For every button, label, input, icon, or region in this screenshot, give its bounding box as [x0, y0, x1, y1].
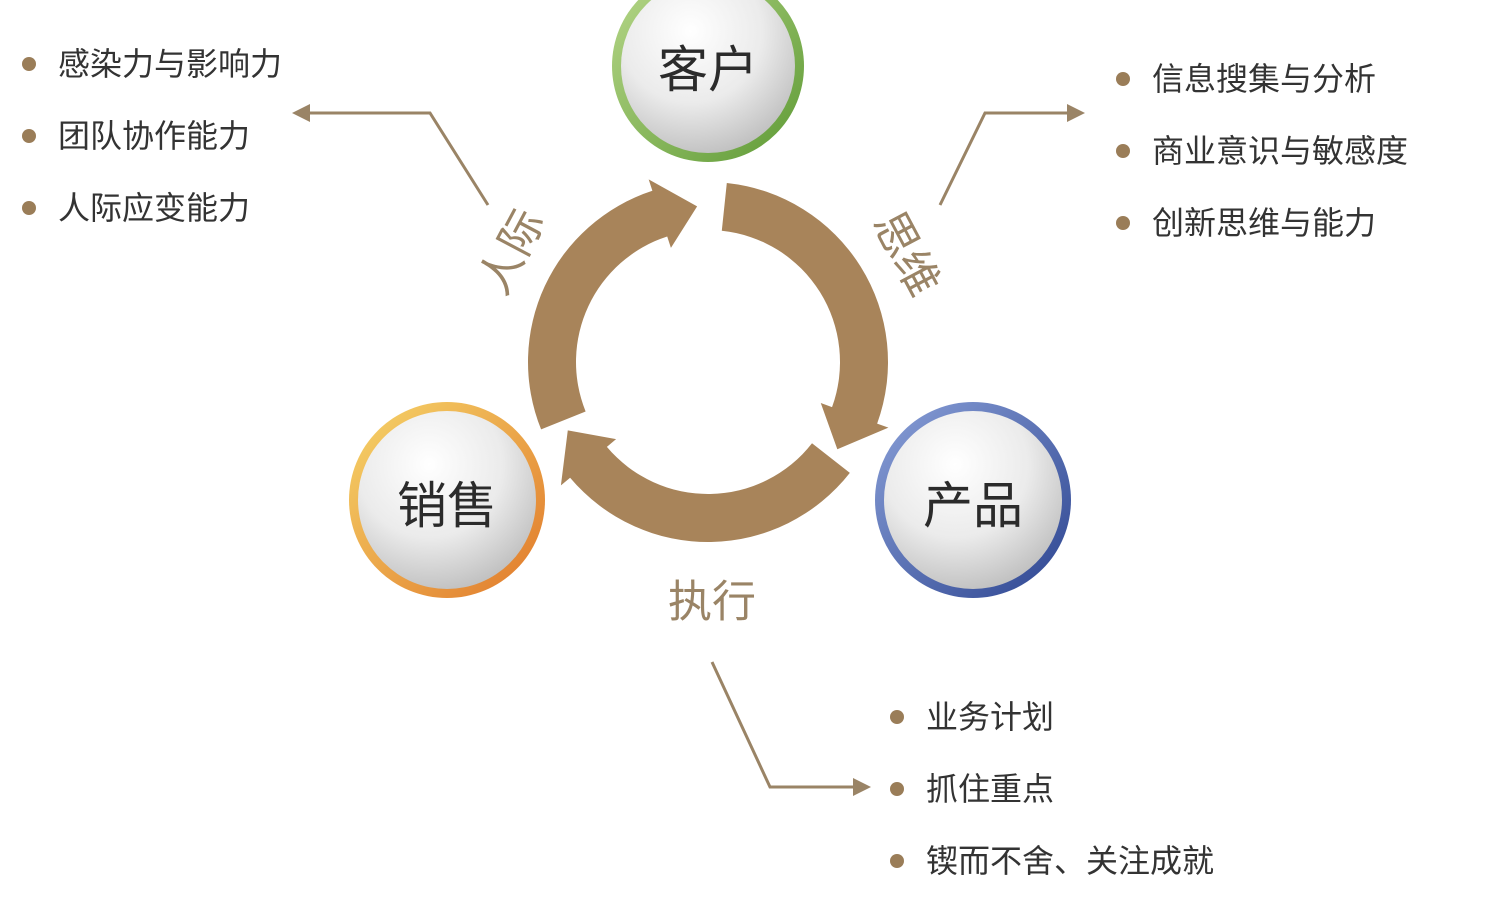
dimension-thinking-label: 思维	[863, 203, 949, 305]
execution-list: 业务计划 抓住重点 锲而不舍、关注成就	[890, 681, 1214, 897]
list-item: 业务计划	[890, 681, 1214, 753]
bullet-dot-icon	[1116, 72, 1130, 86]
dimension-interpersonal-label: 人际	[469, 201, 555, 303]
list-item: 锲而不舍、关注成就	[890, 825, 1214, 897]
list-item: 抓住重点	[890, 753, 1214, 825]
bullet-dot-icon	[1116, 216, 1130, 230]
list-item: 感染力与影响力	[22, 28, 282, 100]
ring-arrow-execution	[560, 430, 850, 542]
bullet-dot-icon	[890, 710, 904, 724]
bullet-dot-icon	[1116, 144, 1130, 158]
cycle-ring	[528, 179, 889, 542]
node-customer: 客户	[612, 0, 804, 162]
list-item-text: 感染力与影响力	[58, 45, 283, 83]
list-item-text: 团队协作能力	[58, 117, 251, 155]
ring-arrow-interpersonal	[528, 179, 698, 430]
list-item-text: 人际应变能力	[58, 189, 251, 227]
node-sales: 销售	[349, 402, 545, 598]
list-item: 商业意识与敏感度	[1116, 115, 1408, 187]
dimension-execution-label: 执行	[668, 577, 756, 628]
node-product: 产品	[875, 402, 1071, 598]
bullet-dot-icon	[22, 201, 36, 215]
ring-arrow-thinking	[721, 182, 889, 450]
list-item: 创新思维与能力	[1116, 187, 1408, 259]
bullet-dot-icon	[890, 854, 904, 868]
list-item-text: 抓住重点	[926, 770, 1055, 808]
node-product-label: 产品	[923, 477, 1023, 535]
connector-thinking	[938, 104, 1085, 206]
list-item-text: 创新思维与能力	[1152, 204, 1377, 242]
bullet-dot-icon	[22, 57, 36, 71]
connector-interpersonal	[292, 104, 490, 206]
list-item-text: 商业意识与敏感度	[1152, 132, 1409, 170]
list-item: 信息搜集与分析	[1116, 43, 1408, 115]
bullet-dot-icon	[890, 782, 904, 796]
node-customer-label: 客户	[658, 41, 758, 99]
list-item-text: 业务计划	[926, 698, 1055, 736]
interpersonal-list: 感染力与影响力 团队协作能力 人际应变能力	[22, 28, 282, 244]
list-item: 人际应变能力	[22, 172, 282, 244]
list-item: 团队协作能力	[22, 100, 282, 172]
list-item-text: 信息搜集与分析	[1152, 60, 1377, 98]
connector-execution	[710, 661, 871, 796]
list-item-text: 锲而不舍、关注成就	[926, 842, 1215, 880]
bullet-dot-icon	[22, 129, 36, 143]
thinking-list: 信息搜集与分析 商业意识与敏感度 创新思维与能力	[1116, 43, 1408, 259]
node-sales-label: 销售	[397, 477, 497, 535]
